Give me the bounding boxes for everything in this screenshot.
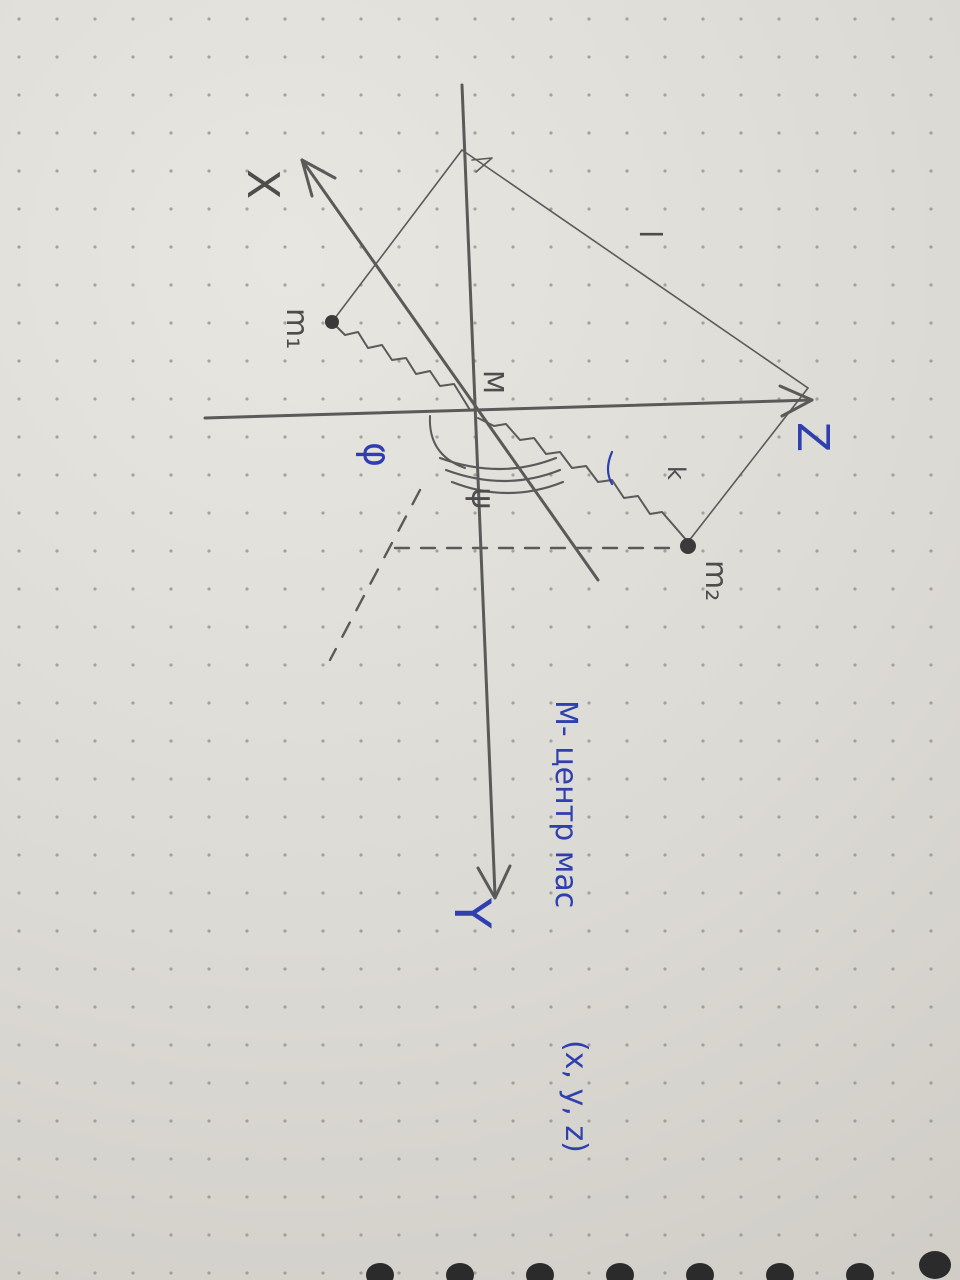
angle-arcs <box>428 415 565 495</box>
label-center-m: M <box>477 370 510 394</box>
label-mass-1: m₁ <box>279 308 314 349</box>
label-axis-z: Z <box>787 422 838 452</box>
label-angle-psi: ψ <box>464 488 502 509</box>
label-axis-x: X <box>237 169 288 199</box>
note-coordinates: (x, y, z) <box>558 1040 593 1153</box>
mass-m1-point <box>325 315 339 329</box>
spiral-binding <box>366 1251 951 1280</box>
mass-m2-point <box>680 538 696 554</box>
spring-tick-mark <box>606 450 614 486</box>
label-angle-phi: φ <box>355 442 399 467</box>
note-center-of-mass: M- центр мас <box>548 700 583 908</box>
x-axis <box>300 158 600 582</box>
spring-to-m1 <box>331 321 471 411</box>
z-axis <box>203 384 814 420</box>
spring-to-m2 <box>477 417 689 543</box>
construction-lines <box>331 149 809 543</box>
label-spring-k: k <box>662 466 690 480</box>
label-axis-y: Y <box>443 897 501 929</box>
label-length: l <box>632 230 667 238</box>
projection-dashes <box>328 488 674 662</box>
label-mass-2: m₂ <box>698 560 733 601</box>
